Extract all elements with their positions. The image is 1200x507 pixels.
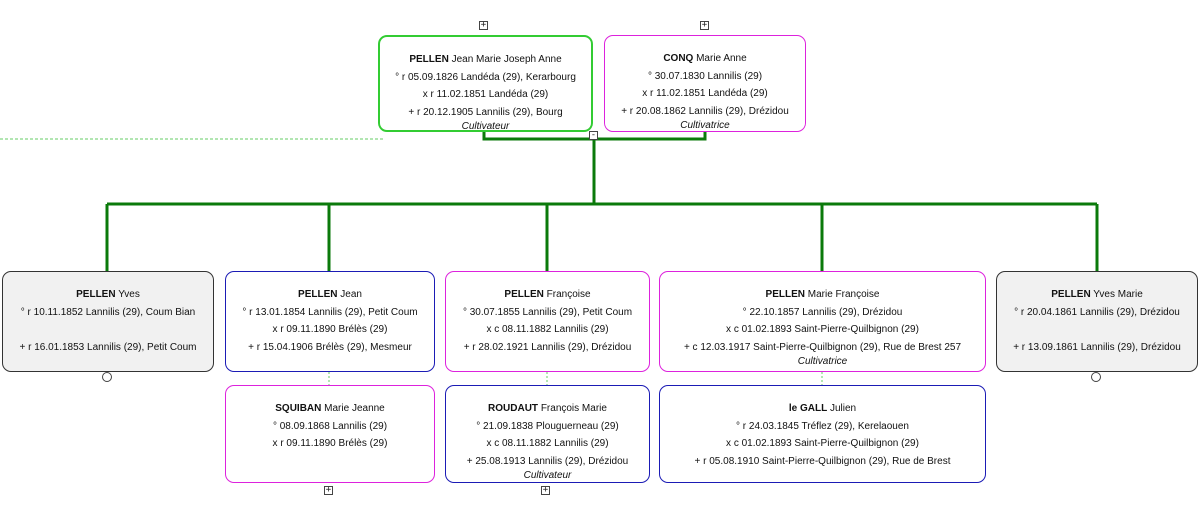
person-name: PELLEN Yves Marie <box>1051 289 1143 300</box>
expand-ancestors-father-icon[interactable]: + <box>479 20 488 30</box>
expand-ancestors-spouse-2-icon[interactable]: + <box>541 485 550 495</box>
no-descendants-icon <box>102 372 112 382</box>
person-card-child-2[interactable]: PELLEN Jean ° r 13.01.1854 Lannilis (29)… <box>225 271 435 372</box>
person-name: PELLEN Jean Marie Joseph Anne <box>409 54 562 65</box>
expand-ancestors-mother-icon[interactable]: + <box>700 20 709 30</box>
expand-ancestors-spouse-1-icon[interactable]: + <box>324 485 333 495</box>
person-card-child-3[interactable]: PELLEN Françoise ° 30.07.1855 Lannilis (… <box>445 271 650 372</box>
person-card-spouse-3[interactable]: le GALL Julien ° r 24.03.1845 Tréflez (2… <box>659 385 986 483</box>
person-name: ROUDAUT François Marie <box>488 403 607 414</box>
person-name: CONQ Marie Anne <box>663 53 747 64</box>
person-name: PELLEN Françoise <box>504 289 591 300</box>
occupation: Cultivatrice <box>680 120 730 131</box>
person-card-mother[interactable]: CONQ Marie Anne ° 30.07.1830 Lannilis (2… <box>604 35 806 132</box>
collapse-family-icon[interactable]: - <box>589 130 598 140</box>
no-descendants-icon <box>1091 372 1101 382</box>
person-card-child-1[interactable]: PELLEN Yves ° r 10.11.1852 Lannilis (29)… <box>2 271 214 372</box>
person-name: PELLEN Yves <box>76 289 140 300</box>
person-name: PELLEN Marie Françoise <box>765 289 880 300</box>
person-name: le GALL Julien <box>788 403 857 414</box>
person-card-spouse-1[interactable]: SQUIBAN Marie Jeanne ° 08.09.1868 Lannil… <box>225 385 435 483</box>
person-card-father[interactable]: PELLEN Jean Marie Joseph Anne ° r 05.09.… <box>378 35 593 132</box>
occupation: Cultivatrice <box>797 356 848 367</box>
person-name: PELLEN Jean <box>298 289 362 300</box>
occupation: Cultivateur <box>523 470 572 481</box>
occupation: Cultivateur <box>461 121 510 132</box>
person-card-spouse-2[interactable]: ROUDAUT François Marie ° 21.09.1838 Plou… <box>445 385 650 483</box>
person-card-child-5[interactable]: PELLEN Yves Marie ° r 20.04.1861 Lannili… <box>996 271 1198 372</box>
person-name: SQUIBAN Marie Jeanne <box>275 403 385 414</box>
person-card-child-4[interactable]: PELLEN Marie Françoise ° 22.10.1857 Lann… <box>659 271 986 372</box>
